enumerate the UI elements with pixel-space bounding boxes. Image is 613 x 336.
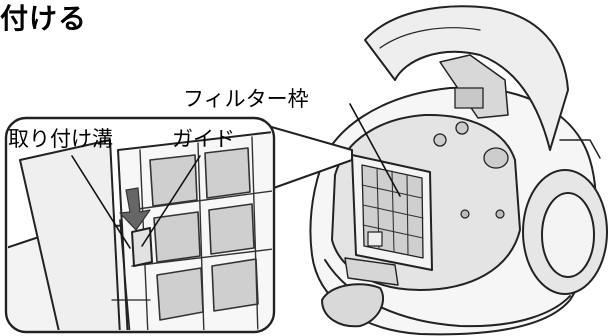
filter-frame-in-vacuum: [351, 154, 433, 271]
hose-port: [321, 283, 385, 328]
insert-direction-arrow: [119, 187, 151, 231]
zoom-callout: [4, 116, 353, 334]
mounting-groove-label: 取り付け溝: [8, 127, 113, 151]
guide-leader-line: [141, 155, 201, 247]
vacuum-cleaner-illustration: [309, 5, 608, 336]
guide-label: ガイド: [172, 127, 235, 151]
step-heading: 付ける: [0, 2, 88, 35]
filter-frame-leader-line: [349, 103, 401, 197]
groove-leader-line: [71, 155, 131, 249]
filter-frame-label: フィルター枠: [183, 87, 309, 111]
filter-mesh-cells: [149, 147, 259, 321]
